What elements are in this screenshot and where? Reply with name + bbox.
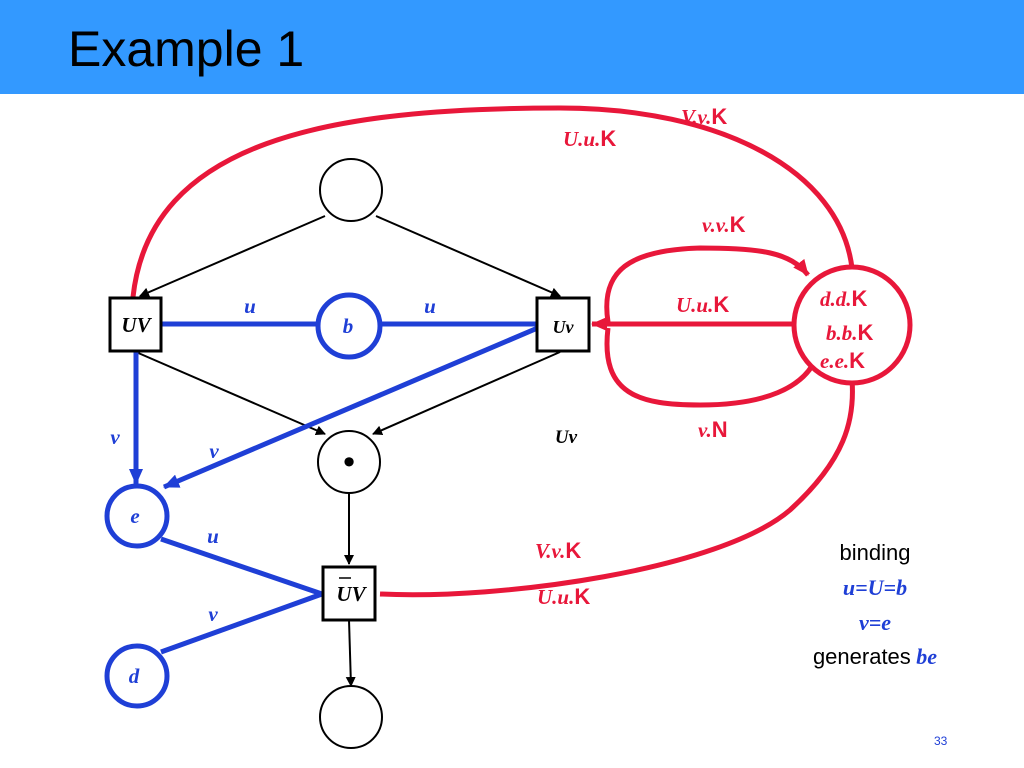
arc-uvbar-to-bottom [345, 619, 356, 687]
blue-arc-d-uvbar [160, 591, 323, 655]
place-d [104, 643, 170, 709]
red-arc-vv [604, 245, 810, 323]
label-v-down: v [110, 425, 120, 449]
label-place-d: d [129, 664, 140, 688]
label-uvbar: UV [336, 582, 367, 606]
label-top-vvk: V.v.K [681, 104, 727, 129]
place-red [791, 264, 913, 386]
place-bottom [319, 685, 383, 749]
generates-word: generates [812, 644, 911, 669]
label-place-e: e [130, 504, 139, 528]
label-vn: v.N [698, 417, 728, 442]
token: • [340, 444, 359, 482]
place-e [104, 483, 170, 549]
label-u-left: u [244, 294, 256, 318]
label-bbk: b.b.K [826, 320, 874, 345]
arc-uv-to-mid [135, 351, 326, 436]
slide-title: Example 1 [68, 21, 305, 77]
label-ddk: d.d.K [820, 286, 868, 311]
blue-arc-uvr-e [163, 324, 541, 490]
label-top-uuk: U.u.K [563, 126, 616, 151]
binding-line-1: u=U=b [842, 575, 908, 600]
label-u-lower: u [207, 524, 219, 548]
red-arc-top [130, 105, 855, 298]
binding-line-2: v=e [858, 610, 892, 635]
label-u-right: u [424, 294, 436, 318]
label-bot-uuk: U.u.K [537, 584, 590, 609]
arc-top-to-uvr [375, 215, 561, 297]
place-top [319, 158, 383, 222]
label-uv-float: Uv [555, 427, 578, 448]
red-arc-bottom [379, 379, 855, 598]
binding-generates: generates be [775, 644, 975, 670]
header-bar [0, 0, 1024, 94]
label-uv: UV [121, 313, 152, 337]
transition-uv [108, 296, 163, 353]
label-uuk: U.u.K [676, 292, 729, 317]
label-bot-vvk: V.v.K [535, 538, 581, 563]
page-number: 33 [934, 734, 948, 748]
red-arc-vn [604, 327, 815, 408]
blue-arc-e-uvbar [160, 536, 323, 597]
label-v-diag: v [209, 439, 219, 463]
transition-uvr [535, 296, 591, 353]
label-uvr: Uv [553, 317, 575, 337]
binding-heading: binding [839, 540, 911, 565]
label-vvk: v.v.K [702, 212, 746, 237]
label-eek: e.e.K [820, 348, 865, 373]
place-mid [317, 430, 381, 494]
arc-uvr-to-mid [372, 351, 561, 435]
label-v-lower: v [208, 602, 218, 626]
transition-uvbar [321, 565, 377, 622]
arc-top-to-uv [139, 215, 326, 298]
label-place-b: b [343, 314, 354, 338]
generates-value: be [916, 644, 938, 669]
place-b [315, 292, 383, 360]
